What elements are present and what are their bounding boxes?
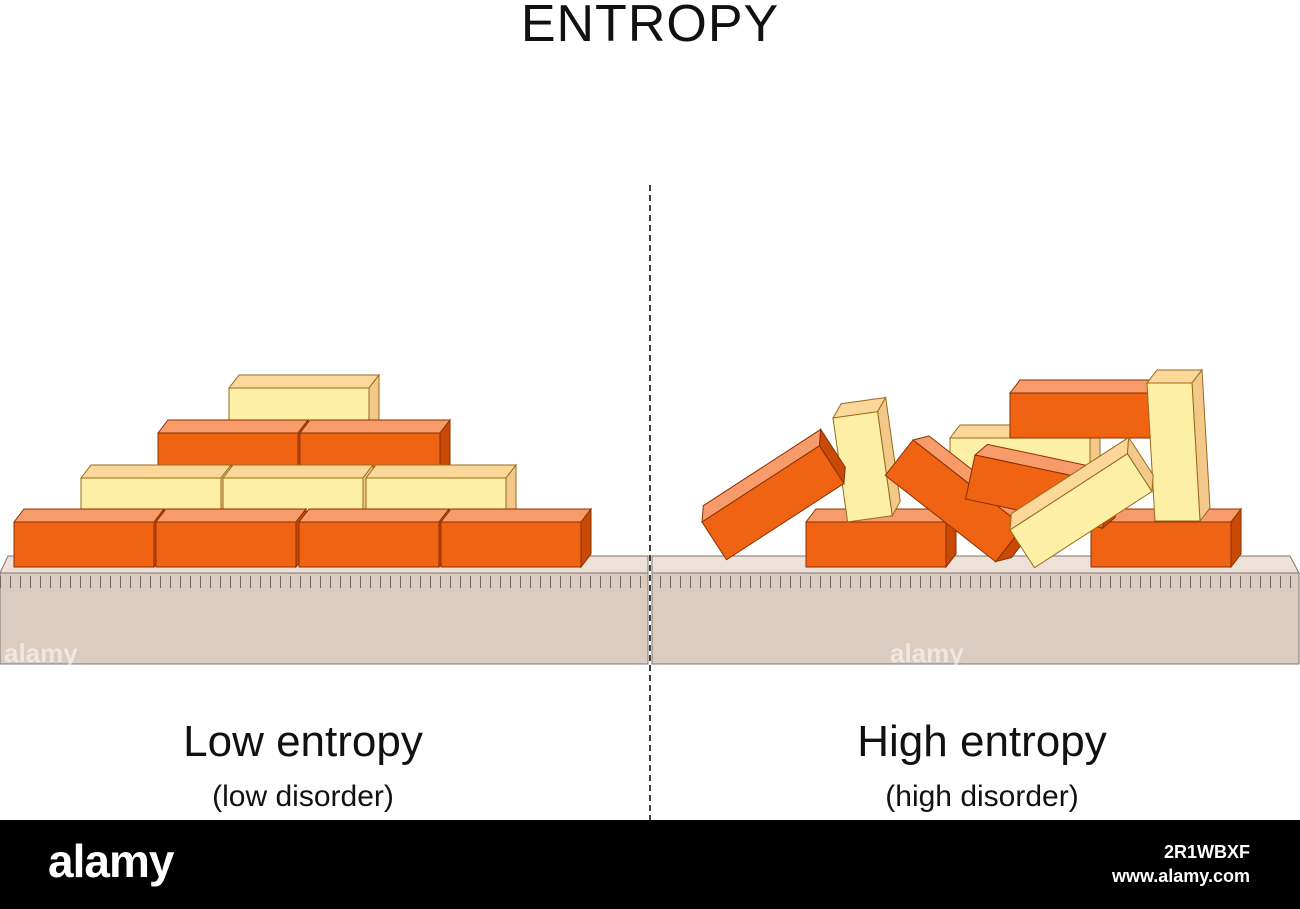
high-disorder-label: (high disorder)	[885, 780, 1079, 813]
ordered-brick-pyramid	[13, 374, 592, 568]
high-entropy-label: High entropy	[857, 717, 1107, 766]
stock-footer-bar: alamy 2R1WBXF www.alamy.com	[0, 820, 1300, 909]
brick-orange	[440, 508, 592, 568]
brick-yellow	[1145, 368, 1211, 523]
image-id: 2R1WBXF	[1163, 842, 1250, 862]
brick-orange	[298, 508, 450, 568]
footer-url: www.alamy.com	[1111, 866, 1250, 886]
low-disorder-label: (low disorder)	[212, 780, 394, 813]
brick-orange	[1009, 379, 1161, 439]
low-entropy-label: Low entropy	[183, 717, 423, 766]
watermark-text: alamy	[4, 638, 78, 668]
entropy-diagram	[0, 185, 1300, 820]
page-title: ENTROPY	[520, 0, 780, 53]
brick-orange	[155, 508, 307, 568]
alamy-logo: alamy	[48, 835, 174, 887]
right-table	[651, 555, 1300, 665]
disordered-brick-pile	[694, 368, 1242, 569]
brick-yellow	[832, 395, 901, 523]
watermark-text: alamy	[890, 638, 964, 668]
left-table	[0, 555, 649, 665]
brick-orange	[13, 508, 165, 568]
